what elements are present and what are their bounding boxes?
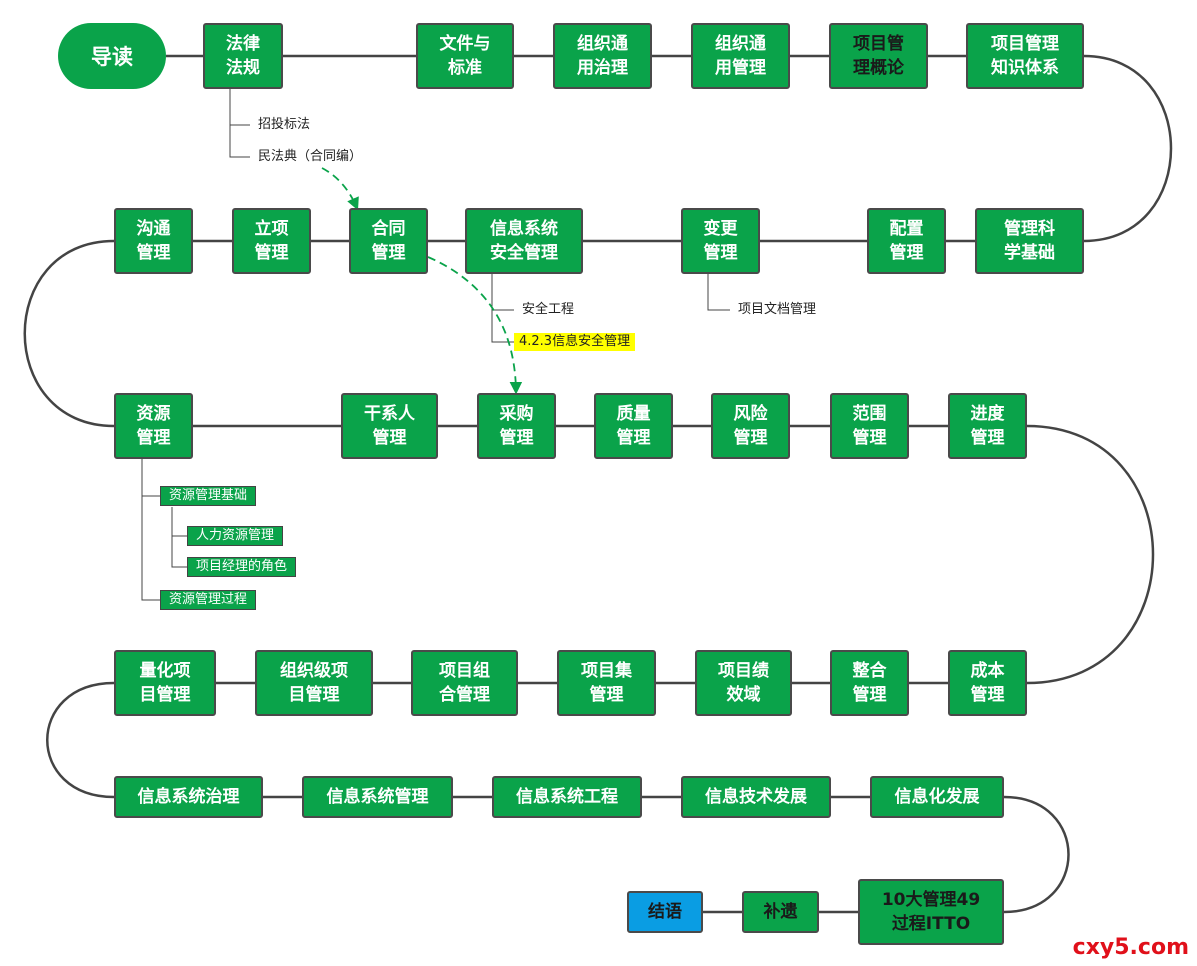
node-standards[interactable]: 文件与 标准 — [416, 23, 514, 89]
node-procurement[interactable]: 采购 管理 — [477, 393, 556, 459]
node-management-science[interactable]: 管理科 学基础 — [975, 208, 1084, 274]
node-quantitative-pm[interactable]: 量化项 目管理 — [114, 650, 216, 716]
node-scope[interactable]: 范围 管理 — [830, 393, 909, 459]
node-org-governance[interactable]: 组织通 用治理 — [553, 23, 652, 89]
label-resource-process[interactable]: 资源管理过程 — [160, 590, 257, 610]
label-hr-management[interactable]: 人力资源管理 — [187, 526, 284, 546]
node-change[interactable]: 变更 管理 — [681, 208, 760, 274]
node-itto[interactable]: 10大管理49 过程ITTO — [858, 879, 1004, 945]
node-supplement[interactable]: 补遗 — [742, 891, 819, 933]
label-doc-management[interactable]: 项目文档管理 — [738, 302, 817, 317]
node-configuration[interactable]: 配置 管理 — [867, 208, 946, 274]
label-pm-role[interactable]: 项目经理的角色 — [187, 557, 297, 577]
node-portfolio[interactable]: 项目组 合管理 — [411, 650, 518, 716]
node-conclusion[interactable]: 结语 — [627, 891, 703, 933]
node-quality[interactable]: 质量 管理 — [594, 393, 673, 459]
node-performance-domain[interactable]: 项目绩 效域 — [695, 650, 792, 716]
node-resource[interactable]: 资源 管理 — [114, 393, 193, 459]
label-security-engineering[interactable]: 安全工程 — [522, 302, 575, 317]
node-initiation[interactable]: 立项 管理 — [232, 208, 311, 274]
node-schedule[interactable]: 进度 管理 — [948, 393, 1027, 459]
label-resource-basics[interactable]: 资源管理基础 — [160, 486, 257, 506]
node-law[interactable]: 法律 法规 — [203, 23, 283, 89]
node-is-governance[interactable]: 信息系统治理 — [114, 776, 263, 818]
node-pm-overview[interactable]: 项目管 理概论 — [829, 23, 928, 89]
start-node[interactable]: 导读 — [58, 23, 166, 89]
node-pm-body-of-knowledge[interactable]: 项目管理 知识体系 — [966, 23, 1084, 89]
node-it-development[interactable]: 信息技术发展 — [681, 776, 831, 818]
node-is-engineering[interactable]: 信息系统工程 — [492, 776, 642, 818]
node-security[interactable]: 信息系统 安全管理 — [465, 208, 583, 274]
node-stakeholder[interactable]: 干系人 管理 — [341, 393, 438, 459]
label-bidding-law[interactable]: 招投标法 — [258, 117, 311, 132]
label-info-security[interactable]: 4.2.3信息安全管理 — [514, 333, 636, 351]
label-civil-code[interactable]: 民法典（合同编） — [258, 149, 363, 164]
node-integration[interactable]: 整合 管理 — [830, 650, 909, 716]
node-risk[interactable]: 风险 管理 — [711, 393, 790, 459]
node-contract[interactable]: 合同 管理 — [349, 208, 428, 274]
node-communication[interactable]: 沟通 管理 — [114, 208, 193, 274]
node-org-level-pm[interactable]: 组织级项 目管理 — [255, 650, 373, 716]
node-informatization[interactable]: 信息化发展 — [870, 776, 1004, 818]
watermark: cxy5.com — [1072, 935, 1189, 960]
node-program[interactable]: 项目集 管理 — [557, 650, 656, 716]
node-cost[interactable]: 成本 管理 — [948, 650, 1027, 716]
node-is-management[interactable]: 信息系统管理 — [302, 776, 453, 818]
node-org-management[interactable]: 组织通 用管理 — [691, 23, 790, 89]
